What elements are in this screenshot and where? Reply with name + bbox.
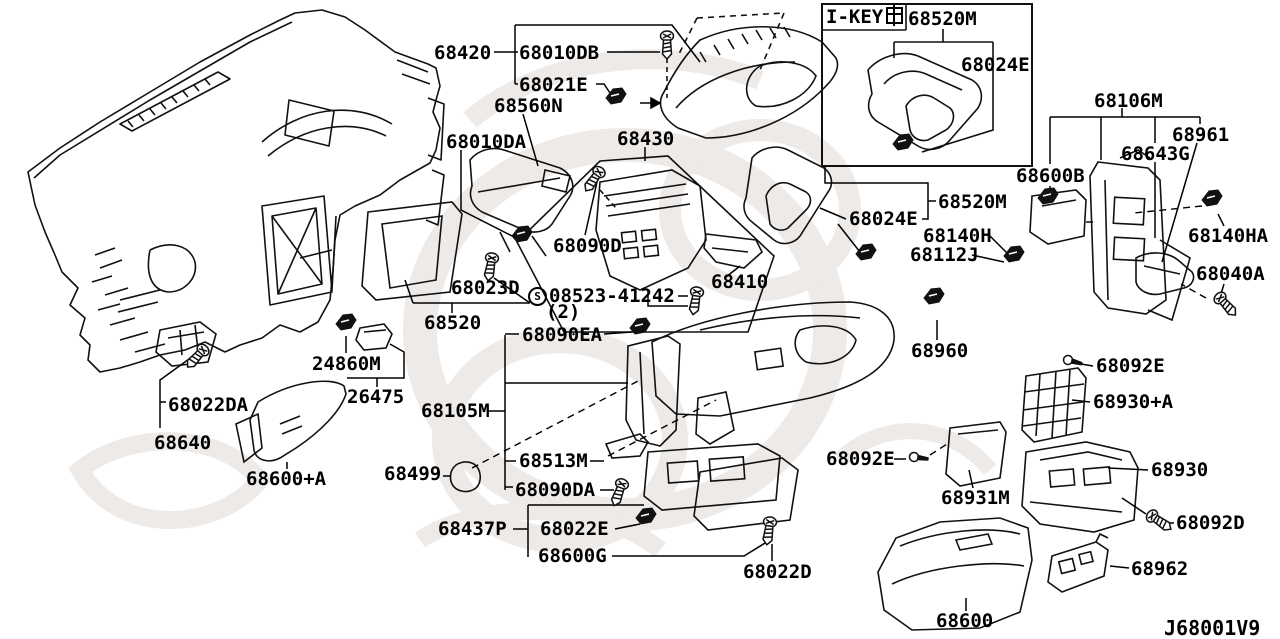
part-label-68010DA: 68010DA — [446, 131, 527, 153]
dashboard-assembly-art — [27, 9, 445, 373]
dashed-lines — [471, 205, 1207, 469]
diagram-code: J68001V9 — [1164, 616, 1261, 639]
part-label-68931M: 68931M — [941, 487, 1010, 509]
part-label-68022DA: 68022DA — [168, 394, 249, 416]
part-label-68024E: 68024E — [961, 54, 1030, 76]
part-label-26475: 26475 — [347, 386, 405, 408]
lower-panel-art — [604, 301, 895, 531]
hardware-quantity: (2) — [546, 301, 581, 323]
part-label-68930+A: 68930+A — [1093, 391, 1174, 413]
background-watermark — [68, 49, 997, 558]
part-label-68560N: 68560N — [494, 95, 563, 117]
part-label-68090D: 68090D — [553, 235, 622, 257]
part-label-68092E: 68092E — [1096, 355, 1165, 377]
finisher-68024E-art — [743, 146, 833, 245]
part-label-68040A: 68040A — [1196, 263, 1265, 285]
part-label-68640: 68640 — [154, 432, 212, 454]
part-label-68112J: 68112J — [910, 244, 979, 266]
part-label-68960: 68960 — [911, 340, 969, 362]
part-label-68140HA: 68140HA — [1188, 225, 1269, 247]
part-label-68520: 68520 — [424, 312, 482, 334]
part-label-68643G: 68643G — [1121, 143, 1190, 165]
car-kanji-icon — [886, 5, 904, 26]
part-label-68105M: 68105M — [421, 400, 490, 422]
part-label-68600B: 68600B — [1016, 165, 1085, 187]
part-label-24860M: 24860M — [312, 353, 381, 375]
part-label-68962: 68962 — [1131, 558, 1189, 580]
part-label-68090EA: 68090EA — [522, 324, 603, 346]
part-label-68600: 68600 — [936, 610, 994, 632]
part-label-68410: 68410 — [711, 271, 769, 293]
part-label-68010DB: 68010DB — [519, 42, 600, 64]
part-label-68600G: 68600G — [538, 545, 607, 567]
part-label-68023D: 68023D — [451, 277, 520, 299]
part-label-68961: 68961 — [1172, 124, 1230, 146]
part-label-68092E: 68092E — [826, 448, 895, 470]
hardware-note: S 08523-41242 — [528, 287, 675, 306]
part-label-68520M: 68520M — [908, 8, 977, 30]
part-label-68600+A: 68600+A — [246, 468, 327, 490]
part-label-68437P: 68437P — [438, 518, 507, 540]
hardware-part-number: 08523-41242 — [549, 285, 675, 307]
leader-lines — [159, 24, 1225, 611]
part-label-68022E: 68022E — [540, 518, 609, 540]
part-label-68092D: 68092D — [1176, 512, 1245, 534]
part-label-68430: 68430 — [617, 128, 675, 150]
cluster-lid-art — [659, 12, 839, 139]
pad-68010DA-art — [469, 147, 574, 257]
part-label-68930: 68930 — [1151, 459, 1209, 481]
ikey-inset-title: I-KEY — [826, 5, 904, 27]
part-label-68024E: 68024E — [849, 208, 918, 230]
part-label-68140H: 68140H — [923, 225, 992, 247]
ikey-inset-art — [821, 3, 1033, 167]
part-label-68420: 68420 — [434, 42, 492, 64]
glove-housing-art — [1029, 149, 1195, 322]
left-parts-art — [155, 201, 482, 493]
part-label-68513M: 68513M — [519, 450, 588, 472]
part-label-68022D: 68022D — [743, 561, 812, 583]
part-label-68090DA: 68090DA — [515, 479, 596, 501]
s-circle-icon: S — [528, 287, 547, 306]
part-label-68106M: 68106M — [1094, 90, 1163, 112]
console-parts-art — [877, 367, 1139, 631]
part-label-68021E: 68021E — [519, 74, 588, 96]
part-label-68520M: 68520M — [938, 191, 1007, 213]
part-label-68499: 68499 — [384, 463, 442, 485]
